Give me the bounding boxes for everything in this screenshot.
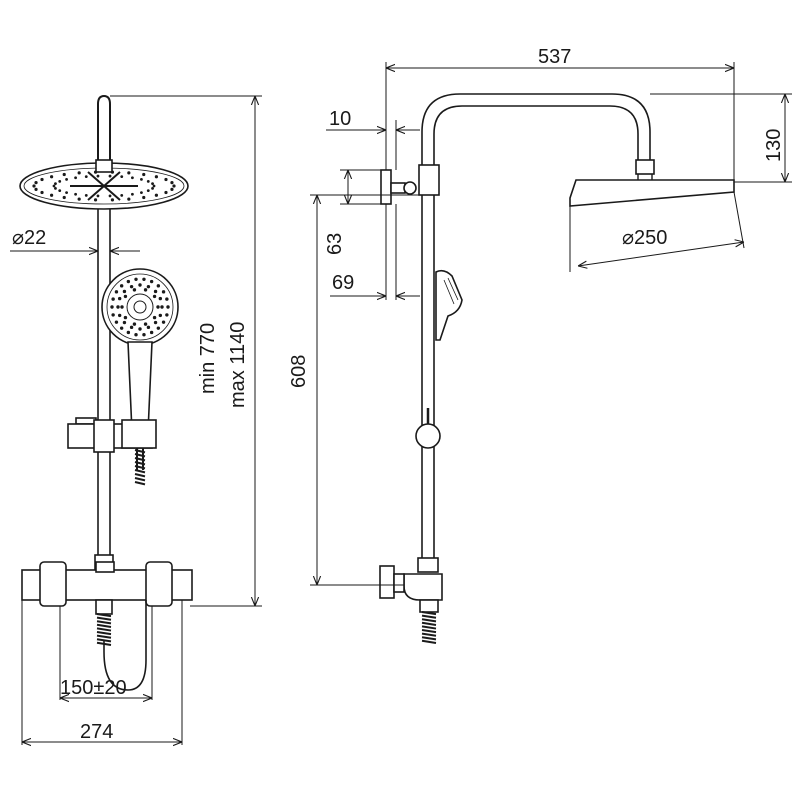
height-min-label: min 770 — [197, 323, 219, 394]
side-dimensions: 537 130 10 63 69 608 ⌀250 — [288, 46, 792, 586]
front-dimensions: min 770 max 1140 ⌀22 150±20 274 — [10, 95, 262, 743]
wall-offset-label: 10 — [329, 108, 351, 130]
thermostatic-mixer — [21, 561, 193, 607]
lower-nut — [417, 557, 439, 573]
outlet-nut — [95, 599, 113, 615]
wall-plate — [380, 169, 392, 205]
side-view — [379, 93, 735, 644]
head-connector — [635, 159, 655, 175]
front-view — [19, 94, 193, 745]
rain-shower-front — [19, 159, 189, 210]
riser-top — [97, 94, 111, 162]
rail-height-label: 608 — [288, 355, 310, 388]
upper-clamp — [418, 164, 440, 196]
slide-holder — [67, 417, 157, 453]
mixer-width-label: 274 — [80, 721, 113, 743]
rain-shower-side — [569, 179, 735, 207]
hand-shower — [101, 268, 179, 433]
hand-shower-side — [435, 269, 463, 341]
mixer-side-body — [403, 573, 443, 601]
mixer-handle-side — [379, 565, 395, 599]
arm-diameter-label: ⌀22 — [12, 227, 46, 249]
height-max-label: max 1140 — [227, 322, 249, 408]
bracket-depth-label: 69 — [332, 272, 354, 294]
inlet-spacing-label: 150±20 — [60, 677, 127, 699]
shower-arm-outer — [421, 93, 651, 168]
shower-arm-inner — [433, 105, 639, 168]
head-offset-label: 130 — [763, 129, 785, 162]
bracket-height-label: 63 — [324, 233, 346, 255]
slider-knob — [415, 423, 441, 449]
loop-pipe — [103, 600, 147, 691]
head-diameter-label: ⌀250 — [622, 227, 667, 249]
overall-width-label: 537 — [538, 46, 571, 68]
